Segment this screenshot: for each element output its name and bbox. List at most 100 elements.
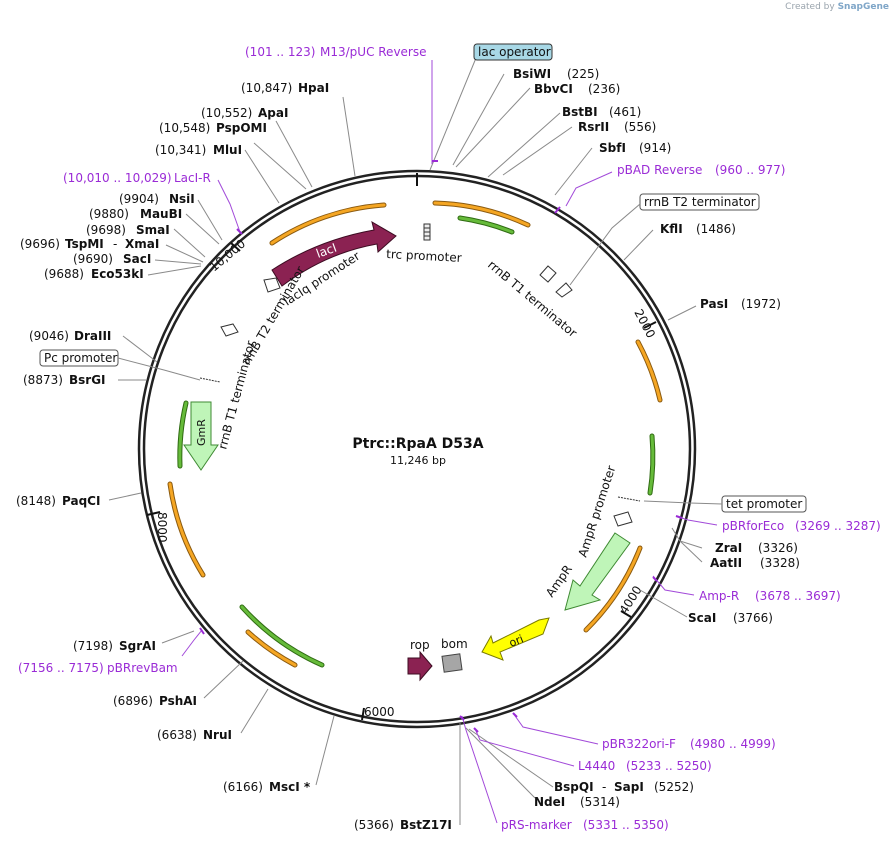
site-name-bstz17i: BstZ17I: [400, 818, 452, 832]
tick-2000: [643, 321, 657, 329]
site-pos-draiii: (9046): [29, 329, 69, 343]
site-pos-bbvci: (236): [588, 82, 620, 96]
site-name-sgrai: SgrAI: [119, 639, 156, 653]
site-pos-pshai: (6896): [113, 694, 153, 708]
site-name-sbfi: SbfI: [599, 141, 626, 155]
tick-4000: [620, 610, 632, 618]
lac-operator-label: lac operator: [478, 45, 551, 59]
primer-range-m13: (101 .. 123): [245, 45, 315, 59]
rrnb-t1-left-label: rrnB T1 terminator: [215, 339, 257, 451]
primer-labels: (101 .. 123) M13/pUC Reverse (10,010 .. …: [18, 45, 881, 832]
site-pos-pspomi: (10,548): [159, 121, 210, 135]
site-name-hpai: HpaI: [298, 81, 329, 95]
primer-range-laci-r: (10,010 .. 10,029): [63, 171, 172, 185]
rrnb-t2-label: rrnB T2 terminator: [644, 195, 756, 209]
gmr-label: GmR: [195, 419, 208, 446]
site-name-bbvci: BbvCI: [534, 82, 573, 96]
primer-name-pbad: pBAD Reverse: [617, 163, 702, 177]
primer-name-l4440: L4440: [578, 759, 615, 773]
site-pos-ndei: (5314): [580, 795, 620, 809]
l4440-mark: [473, 727, 479, 733]
tet-promoter-label: tet promoter: [726, 497, 802, 511]
primer-range-amp-r: (3678 .. 3697): [755, 589, 841, 603]
site-pos-bstbi: (461): [609, 105, 641, 119]
site-pos-smai: (9698): [86, 223, 126, 237]
primer-range-pbrrevbam: (7156 .. 7175): [18, 661, 104, 675]
site-pos-aatii: (3328): [760, 556, 800, 570]
primer-name-prs-marker: pRS-marker: [501, 818, 572, 832]
site-pos-sapi: (5252): [654, 780, 694, 794]
site-name-rsrii: RsrII: [578, 120, 609, 134]
rrnb-t2-left-glyph: [220, 323, 239, 337]
snapgene-watermark: Created by SnapGene: [785, 2, 889, 12]
laci-label: lacI: [314, 241, 338, 261]
site-separator: -: [113, 237, 117, 251]
site-separator-2: -: [602, 780, 606, 794]
ampr-arrow: [564, 532, 631, 611]
site-name-tspmi: TspMI: [65, 237, 104, 251]
lac-operator-box: [473, 43, 553, 61]
primer-name-pbrrevbam: pBRrevBam: [107, 661, 178, 675]
gmr-arrow: [183, 401, 219, 471]
primer-name-m13: M13/pUC Reverse: [320, 45, 427, 59]
site-pos-nsii: (9904): [119, 192, 159, 206]
site-name-nsii: NsiI: [169, 192, 195, 206]
pbrrevbam-mark: [199, 627, 205, 635]
site-name-smai: SmaI: [136, 223, 170, 237]
watermark-prefix: Created by: [785, 2, 835, 12]
site-name-ndei: NdeI: [534, 795, 565, 809]
watermark-brand: SnapGene: [837, 2, 889, 12]
primer-range-pbad: (960 .. 977): [715, 163, 785, 177]
orf-arc-left: [167, 481, 206, 578]
site-name-pasi: PasI: [700, 297, 728, 311]
laci-r-mark: [236, 228, 243, 235]
site-pos-nrui: (6638): [157, 728, 197, 742]
tick-label-8000: 8000: [155, 512, 169, 543]
ampr-promoter-glyph: [613, 511, 633, 527]
plasmid-size: 11,246 bp: [390, 454, 446, 467]
site-pos-bsrgi: (8873): [23, 373, 63, 387]
tick-label-6000: 6000: [364, 705, 395, 719]
site-name-kfli: KflI: [660, 222, 683, 236]
pbrforeco-mark: [675, 515, 683, 519]
site-name-bsiwi: BsiWI: [513, 67, 551, 81]
promoter-glyphs: [199, 223, 641, 527]
site-name-mlui: MluI: [213, 143, 242, 157]
site-labels: (10,847) HpaI (10,552) ApaI (10,548) Psp…: [16, 67, 800, 832]
primer-range-pbrforeco: (3269 .. 3287): [795, 519, 881, 533]
bom-label: bom: [441, 637, 468, 651]
site-name-draiii: DraIII: [74, 329, 111, 343]
primer-range-prs-marker: (5331 .. 5350): [583, 818, 669, 832]
site-pos-msci: (6166): [223, 780, 263, 794]
site-name-sapi: SapI: [614, 780, 644, 794]
site-pos-rsrii: (556): [624, 120, 656, 134]
tick-marks: [146, 173, 657, 721]
site-pos-mlui: (10,341): [155, 143, 206, 157]
ori-label: ori: [507, 632, 525, 649]
primer-name-pbrforeco: pBRforEco: [722, 519, 784, 533]
tick-label-10000: 10,000: [207, 237, 248, 275]
pc-promoter-label: Pc promoter: [44, 351, 117, 365]
site-pos-eco53ki: (9688): [44, 267, 84, 281]
site-pos-hpai: (10,847): [241, 81, 292, 95]
site-name-bstbi: BstBI: [562, 105, 598, 119]
rop-arrow: [407, 650, 433, 682]
site-name-pshai: PshAI: [159, 694, 197, 708]
pbad-reverse-mark: [554, 206, 561, 214]
trc-promoter-label: trc promoter: [386, 247, 462, 265]
site-pos-tspmi: (9696): [20, 237, 60, 251]
site-pos-zrai: (3326): [758, 541, 798, 555]
site-name-pspomi: PspOMI: [216, 121, 267, 135]
primer-name-pbr322ori-f: pBR322ori-F: [602, 737, 676, 751]
site-name-xmai: XmaI: [125, 237, 159, 251]
site-name-apai: ApaI: [258, 106, 288, 120]
site-pos-paqci: (8148): [16, 494, 56, 508]
site-name-bsrgi: BsrGI: [69, 373, 106, 387]
laci-arrow: [271, 220, 397, 287]
primer-name-amp-r: Amp-R: [699, 589, 739, 603]
site-pos-scai: (3766): [733, 611, 773, 625]
rrnb-t2-box: [639, 193, 760, 211]
bom-box: [441, 653, 463, 673]
primer-name-laci-r: LacI-R: [174, 171, 211, 185]
site-pos-kfli: (1486): [696, 222, 736, 236]
